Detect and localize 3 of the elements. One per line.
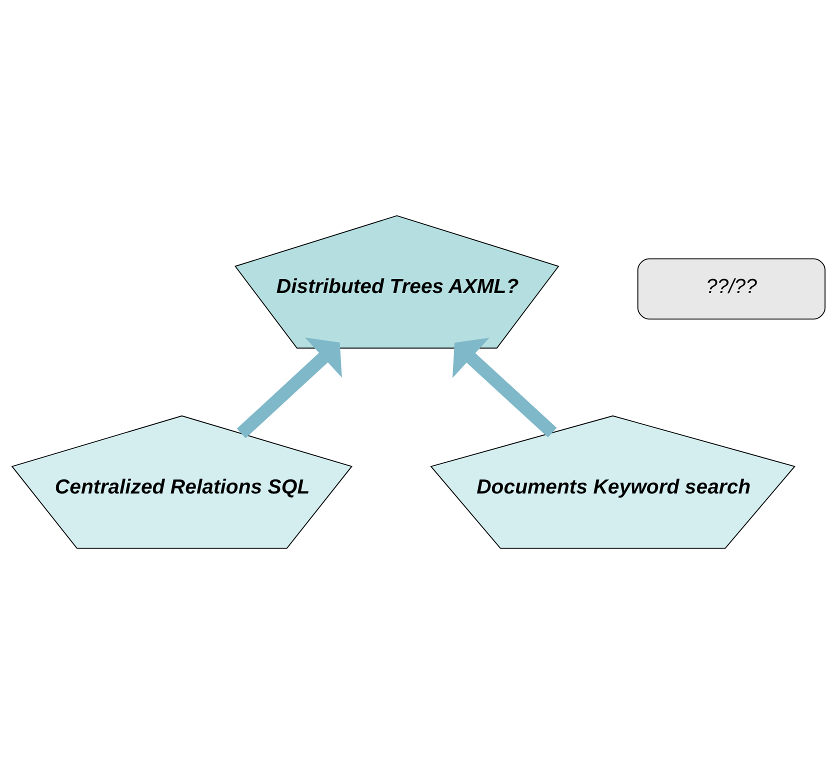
arrow (452, 338, 557, 438)
node-box: ??/?? (637, 258, 826, 320)
arrow (236, 338, 342, 438)
